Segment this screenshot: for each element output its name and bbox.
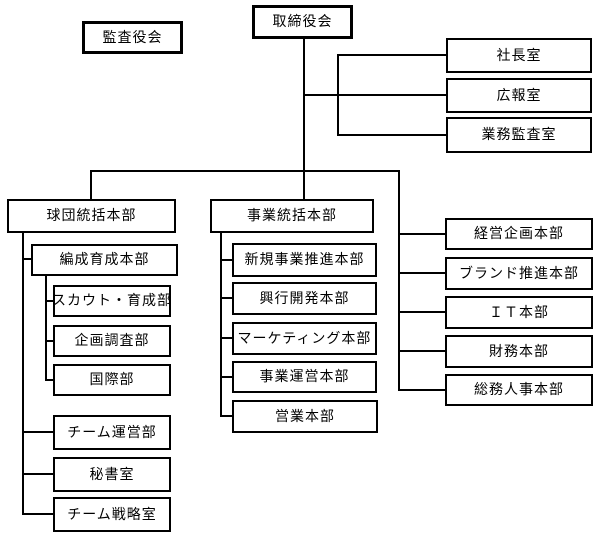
connector-president-office-stub xyxy=(337,54,446,56)
node-sales-hq: 営業本部 xyxy=(232,400,378,433)
connector-business-stub-1 xyxy=(220,259,232,261)
node-general-affairs-hr-hq: 総務人事本部 xyxy=(445,374,593,406)
node-audit-board: 監査役会 xyxy=(82,21,183,54)
connector-development-spine xyxy=(45,276,47,381)
node-team-strategy-office: チーム戦略室 xyxy=(53,497,171,532)
connector-business-stub-2 xyxy=(220,297,232,299)
connector-corporate-stub-4 xyxy=(398,350,445,352)
node-secretary-office: 秘書室 xyxy=(53,457,171,492)
connector-corporate-stub-3 xyxy=(398,311,445,313)
connector-corporate-stub-2 xyxy=(398,272,445,274)
node-business-audit-office: 業務監査室 xyxy=(446,117,592,153)
connector-team-strategy-stub xyxy=(22,513,54,515)
node-roster-development-hq: 編成育成本部 xyxy=(31,244,178,276)
connector-baseball-spine xyxy=(22,233,24,515)
node-scout-development-dept: スカウト・育成部 xyxy=(52,285,171,317)
connector-corporate-stub-1 xyxy=(398,233,445,235)
node-brand-promotion-hq: ブランド推進本部 xyxy=(445,257,593,290)
connector-left-drop xyxy=(90,170,92,199)
node-it-hq: ＩＴ本部 xyxy=(445,296,593,329)
node-international-dept: 国際部 xyxy=(53,364,171,396)
connector-board-drop xyxy=(303,39,305,199)
connector-business-stub-3 xyxy=(220,337,232,339)
node-baseball-division-hq: 球団統括本部 xyxy=(7,199,176,233)
connector-international-stub xyxy=(45,379,54,381)
connector-scout-stub xyxy=(45,300,54,302)
connector-business-audit-stub xyxy=(337,134,446,136)
node-corporate-planning-hq: 経営企画本部 xyxy=(445,218,593,250)
node-board-of-directors: 取締役会 xyxy=(252,5,353,39)
node-pr-office: 広報室 xyxy=(446,78,592,113)
connector-team-operations-stub xyxy=(22,431,54,433)
connector-development-stub xyxy=(22,258,32,260)
node-business-operations-hq: 事業運営本部 xyxy=(232,361,377,393)
node-business-division-hq: 事業統括本部 xyxy=(210,199,374,233)
node-marketing-hq: マーケティング本部 xyxy=(232,322,377,355)
connector-business-spine xyxy=(220,233,222,417)
connector-offices-bracket xyxy=(337,54,339,136)
connector-main-horizontal xyxy=(90,170,400,172)
connector-corporate-stub-5 xyxy=(398,389,445,391)
node-new-business-hq: 新規事業推進本部 xyxy=(232,243,377,277)
node-event-development-hq: 興行開発本部 xyxy=(232,282,377,315)
node-planning-research-dept: 企画調査部 xyxy=(53,325,171,357)
connector-secretary-stub xyxy=(22,473,54,475)
node-finance-hq: 財務本部 xyxy=(445,335,593,368)
node-president-office: 社長室 xyxy=(446,38,592,73)
connector-offices-branch xyxy=(303,94,446,96)
connector-right-bracket xyxy=(398,170,400,391)
node-team-operations-dept: チーム運営部 xyxy=(53,415,171,450)
connector-planning-stub xyxy=(45,340,54,342)
connector-business-stub-4 xyxy=(220,376,232,378)
connector-business-stub-5 xyxy=(220,415,232,417)
